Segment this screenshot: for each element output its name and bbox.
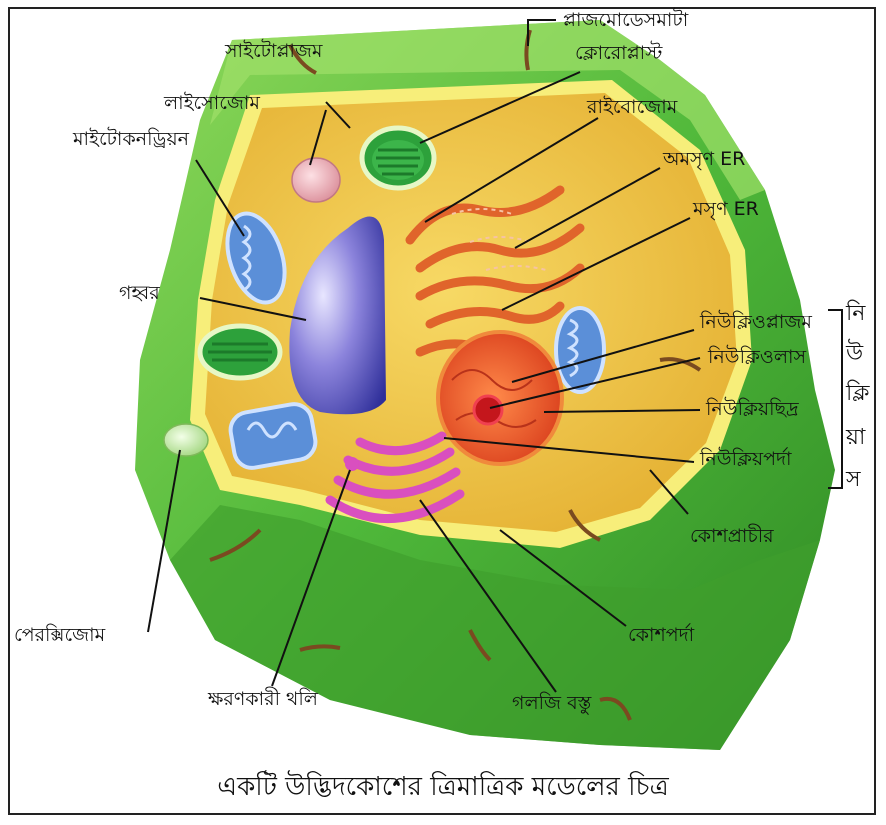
label-smooth-er: মসৃণ ER xyxy=(693,200,759,219)
label-lysosome: লাইসোজোম xyxy=(164,94,260,113)
nucleus-letter-5: স xyxy=(846,462,861,499)
nucleus-letter-3: ক্লি xyxy=(846,376,870,413)
mitochondrion-right xyxy=(556,308,604,392)
label-nucleoplasm: নিউক্লিওপ্লাজম xyxy=(700,313,812,332)
label-cell-membrane: কোশপর্দা xyxy=(628,626,694,645)
lysosome-shape xyxy=(292,158,340,202)
label-mitochondria: মাইটোকনড্রিয়ন xyxy=(73,130,189,149)
chloroplast-top xyxy=(362,128,434,188)
chloroplast-left xyxy=(200,326,280,378)
secretory-vesicle-shape xyxy=(345,457,359,471)
label-nuclear-envelope: নিউক্লিয়পর্দা xyxy=(700,450,791,469)
label-nucleolus: নিউক্লিওলাস xyxy=(708,348,806,367)
peroxisome-shape xyxy=(164,424,208,456)
nucleolus-shape xyxy=(474,396,502,424)
mitochondrion-lower xyxy=(228,401,318,470)
label-golgi: গলজি বস্তু xyxy=(512,694,591,713)
label-cytoplasm: সাইটোপ্লাজম xyxy=(225,42,322,61)
label-peroxisome: পেরক্সিজোম xyxy=(14,626,105,645)
label-vacuole: গহ্বর xyxy=(119,284,160,303)
nucleus-letter-4: য়া xyxy=(846,420,865,457)
label-cell-wall: কোশপ্রাচীর xyxy=(690,527,774,546)
label-chloroplast: ক্লোরোপ্লাস্ট xyxy=(575,44,662,63)
label-nuclear-pore: নিউক্লিয়ছিদ্র xyxy=(706,400,799,419)
label-secretory-vesicle: ক্ষরণকারী থলি xyxy=(208,690,318,709)
label-ribosome: রাইবোজোম xyxy=(587,98,677,117)
nucleus-letter-2: উ xyxy=(846,336,863,373)
label-rough-er: অমসৃণ ER xyxy=(663,150,745,169)
nucleus-letter-1: নি xyxy=(846,296,865,333)
label-plasmodesmata: প্লাজমোডেসমাটা xyxy=(563,11,688,30)
diagram-caption: একটি উদ্ভিদকোশের ত্রিমাত্রিক মডেলের চিত্… xyxy=(0,766,886,810)
